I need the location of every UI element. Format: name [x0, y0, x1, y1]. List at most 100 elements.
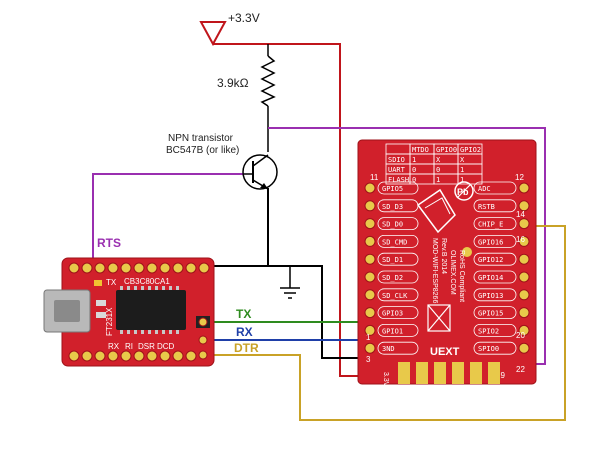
esp-left-pin-frame — [377, 323, 419, 337]
ftdi-side-header — [196, 316, 210, 360]
ftdi-chip-legs — [120, 286, 179, 334]
ftdi-top-marks: TX — [106, 278, 117, 287]
esp-right-pin-frame — [473, 199, 517, 213]
esp-right-pin — [518, 218, 530, 230]
ftdi-side-label: FT231X — [105, 307, 114, 336]
table-header-text: GPIO0 — [436, 146, 457, 154]
esp-right-pin-label: SPIO0 — [478, 345, 499, 353]
transistor-body-icon — [242, 154, 278, 190]
esp-right-pin — [518, 271, 530, 283]
table-header-text: MTDO — [412, 146, 429, 154]
pin-number-3: 3 — [366, 355, 371, 364]
esp-3v3-label: 3.3V — [382, 372, 389, 387]
pin-number-16: 16 — [516, 235, 525, 244]
table-cell-text: 1 — [460, 166, 464, 174]
esp-left-pin-label: 3ND — [382, 345, 395, 353]
table-cell-text: SDIO — [388, 156, 405, 164]
esp-gold-pads — [398, 362, 500, 384]
emitter-arrow-icon — [260, 183, 268, 189]
esp-left-pin-label: SD_D3 — [382, 203, 403, 211]
pin-number-22: 22 — [516, 365, 525, 374]
pb-free-icon: Pb — [454, 181, 474, 201]
esp-left-pin-label: GPIO5 — [382, 185, 403, 193]
svg-text:DSR: DSR — [138, 342, 155, 351]
esp-right-pin-label: ADC — [478, 185, 491, 193]
power-label: +3.3V — [228, 11, 260, 25]
esp-left-pin-label: SD_CMD — [382, 238, 407, 246]
esp-left-header: GPIO5SD_D3SD_D0SD_CMDSD_D1SD_D2SD_CLKGPI… — [364, 181, 419, 355]
esp-right-pin-label: GPIO14 — [478, 274, 503, 282]
svg-text:MOD-WIFI-ESP8266: MOD-WIFI-ESP8266 — [431, 238, 438, 303]
esp-right-pin-frame — [473, 306, 517, 320]
pin-number-20: 20 — [516, 331, 525, 340]
table-cell-text: 0 — [412, 176, 416, 184]
ground-wire — [267, 188, 380, 359]
esp-left-pin-label: GPIO3 — [382, 310, 403, 318]
table-header-text: GPIO2 — [460, 146, 481, 154]
svg-text:DCD: DCD — [157, 342, 175, 351]
esp-right-pin-label: SPIO2 — [478, 327, 499, 335]
resistor-zigzag-icon — [260, 55, 276, 107]
esp-left-pin — [364, 253, 376, 265]
svg-text:RoHS Compliant: RoHS Compliant — [458, 250, 465, 302]
dtr-label: DTR — [234, 341, 259, 355]
esp-left-pin — [364, 235, 376, 247]
esp-left-pin-label: GPIO1 — [382, 327, 403, 335]
esp-right-pin-label: RSTB — [478, 203, 495, 211]
dtr-wire — [213, 225, 566, 421]
svg-text:Rev.B 2014: Rev.B 2014 — [440, 238, 447, 274]
esp-left-pin — [364, 218, 376, 230]
ftdi-led — [94, 280, 102, 286]
table-cell-text: FLASH — [388, 176, 409, 184]
esp-left-pin — [364, 342, 376, 354]
antenna-logo-icon — [416, 188, 456, 234]
table-cell-text: 0 — [412, 166, 416, 174]
esp-vertical-text: MOD-WIFI-ESP8266 Rev.B 2014 OLIMEX.COM R… — [431, 238, 465, 303]
table-cell-text: 1 — [460, 176, 464, 184]
transistor-label-1: NPN transistor — [168, 133, 234, 144]
esp-left-pin — [364, 289, 376, 301]
esp-left-pin-label: SD_D0 — [382, 221, 403, 229]
ftdi-chip — [116, 290, 186, 330]
esp-right-pin — [518, 307, 530, 319]
esp-left-pin-label: SD_D2 — [382, 274, 403, 282]
esp-left-pin — [364, 200, 376, 212]
esp-right-pin-label: CHIP_E — [478, 221, 503, 229]
esp-left-pin — [364, 182, 376, 194]
esp-right-pin — [518, 200, 530, 212]
esp-left-pin-frame — [377, 234, 419, 248]
tx-label: TX — [236, 307, 251, 321]
esp-right-pin-frame — [473, 181, 517, 195]
ground-symbol-icon — [280, 287, 300, 299]
esp-right-pin-frame — [473, 288, 517, 302]
esp-right-pin — [518, 342, 530, 354]
esp-left-pin-frame — [377, 341, 419, 355]
esp-gold-dot — [462, 247, 472, 257]
ftdi-chip-label: CB3C80CA1 — [124, 277, 170, 286]
table-cell-text: X — [460, 156, 465, 164]
pin-number-19: 19 — [496, 371, 505, 380]
ftdi-bottom-header — [68, 350, 197, 362]
ce-weee-icon — [427, 304, 451, 332]
resistor-label: 3.9kΩ — [217, 76, 249, 90]
ftdi-bottom-marks: RX RI DSR DCD — [108, 342, 175, 351]
esp-right-pin-frame — [473, 252, 517, 266]
esp-left-pin-label: SD_CLK — [382, 292, 408, 300]
esp-left-pin-frame — [377, 181, 419, 195]
esp-right-pin — [518, 324, 530, 336]
esp-left-pin-frame — [377, 306, 419, 320]
esp-right-pin — [518, 235, 530, 247]
esp-right-pin-frame — [473, 341, 517, 355]
esp-right-pin-frame — [473, 217, 517, 231]
uext-label: UEXT — [430, 346, 460, 358]
esp-right-pin — [518, 289, 530, 301]
table-cell-text: 0 — [436, 166, 440, 174]
rx-label: RX — [236, 325, 253, 339]
pin-number-12: 12 — [515, 173, 524, 182]
transistor-label-2: BC547B (or like) — [166, 145, 239, 156]
table-cell-text: UART — [388, 166, 406, 174]
pin-number-14: 14 — [516, 210, 525, 219]
esp-right-pin-label: GPIO13 — [478, 292, 503, 300]
